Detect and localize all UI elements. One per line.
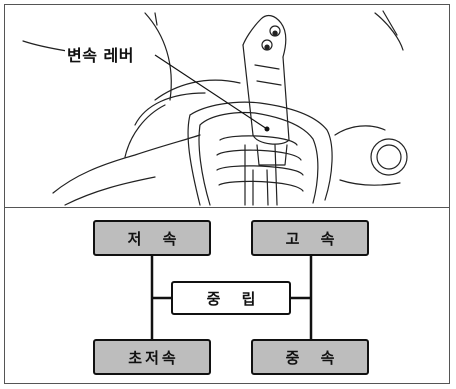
neutral-box: 중 립 bbox=[171, 281, 291, 315]
shift-lever-label: 변속 레버 bbox=[65, 42, 136, 66]
high-speed-box: 고 속 bbox=[251, 220, 369, 256]
neutral-label: 중 립 bbox=[206, 289, 264, 308]
medium-speed-label: 중 속 bbox=[285, 348, 343, 367]
medium-speed-box: 중 속 bbox=[251, 339, 369, 375]
lever-drawing: ● ● bbox=[22, 10, 408, 206]
section-divider bbox=[5, 207, 449, 208]
low-speed-box: 저 속 bbox=[93, 220, 211, 256]
svg-text:●: ● bbox=[264, 43, 270, 51]
shift-pattern-connector-lines bbox=[150, 255, 313, 340]
extra-low-speed-box: 초저속 bbox=[93, 339, 211, 375]
figure-frame: ● ● 변속 레버 저 속 고 속 중 립 초저속 중 속 bbox=[4, 4, 450, 384]
callout-pointer-dot bbox=[264, 126, 270, 132]
high-speed-label: 고 속 bbox=[285, 229, 343, 248]
extra-low-speed-label: 초저속 bbox=[128, 348, 179, 367]
shift-lever-illustration: ● ● 변속 레버 bbox=[5, 5, 449, 207]
low-speed-label: 저 속 bbox=[127, 229, 185, 248]
svg-text:●: ● bbox=[272, 29, 278, 37]
callout-leader-line bbox=[154, 54, 268, 130]
